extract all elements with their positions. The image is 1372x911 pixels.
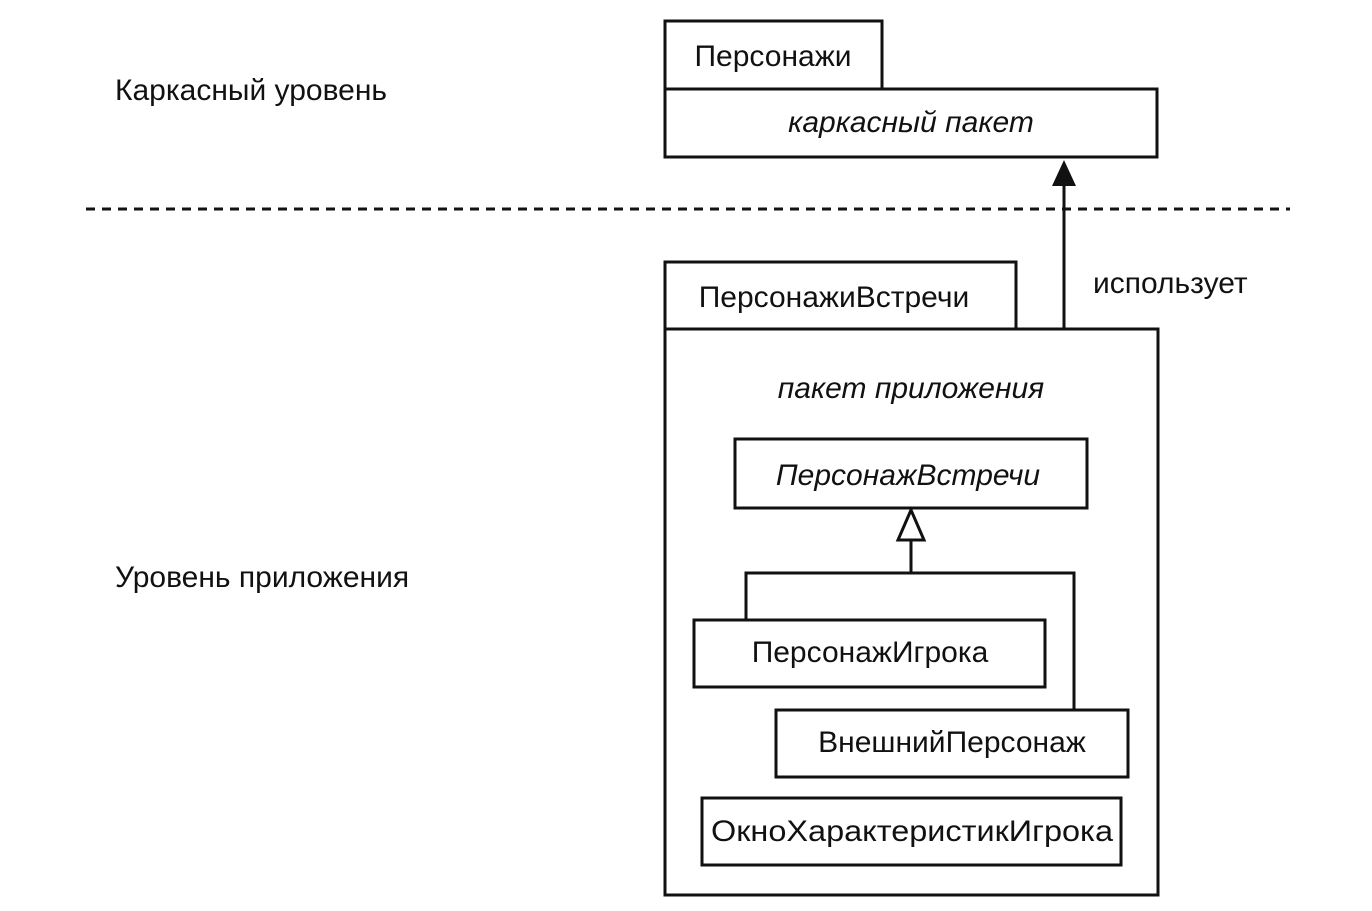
application-package-tab: [663, 260, 1018, 331]
stats-window-class-box: [700, 796, 1123, 867]
uses-arrowhead-icon: [1052, 160, 1076, 186]
uses-dependency: использует: [1052, 160, 1248, 329]
external-character-class-box: [774, 708, 1130, 779]
player-character-class-name: ПерсонажИгрока: [752, 636, 989, 669]
inheritance-branch-line: [744, 571, 1076, 710]
application-package: ПерсонажиВстречи пакет приложения Персон…: [663, 260, 1160, 897]
framework-layer-label: Каркасный уровень: [115, 74, 387, 107]
application-layer-label: Уровень приложения: [115, 561, 409, 594]
player-character-class-box: [692, 618, 1047, 689]
application-package-stereotype: пакет приложения: [778, 372, 1044, 405]
inheritance-triangle-icon: [895, 506, 927, 542]
framework-package: Персонажи каркасный пакет: [663, 19, 1159, 159]
framework-package-stereotype: каркасный пакет: [788, 106, 1034, 139]
uses-dependency-label: использует: [1093, 267, 1248, 300]
external-character-class-name: ВнешнийПерсонаж: [818, 726, 1086, 759]
abstract-class-name: ПерсонажВстречи: [776, 459, 1041, 492]
stats-window-class-name: ОкноХарактеристикИгрока: [711, 815, 1113, 848]
framework-package-body: [663, 87, 1159, 159]
framework-package-name: Персонажи: [694, 40, 851, 73]
application-package-name: ПерсонажиВстречи: [699, 281, 970, 314]
